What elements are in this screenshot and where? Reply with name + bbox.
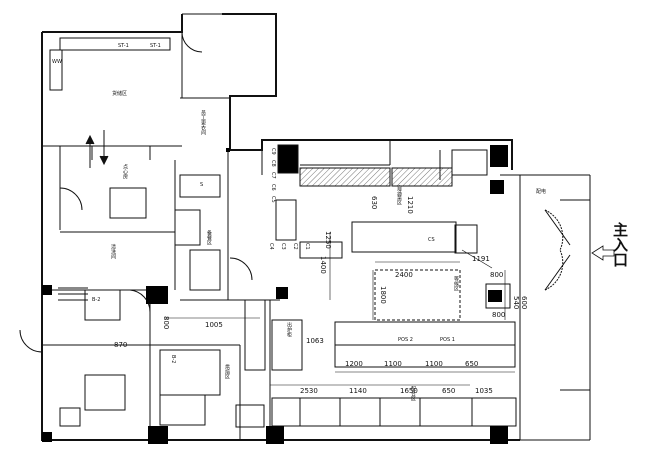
outer-wall-north: [42, 14, 183, 33]
tag-c6: C6: [270, 184, 276, 191]
dim-1005: 1005: [205, 321, 223, 329]
column: [490, 426, 508, 444]
dim-650-a: 650: [465, 360, 479, 368]
tag-c3: C3: [280, 243, 286, 250]
entrance-door-leaf: [544, 209, 571, 246]
bottom-equipment-run: [271, 397, 473, 427]
waiting-zone: [374, 269, 461, 321]
column: [490, 145, 508, 167]
column: [276, 287, 288, 299]
dim-2400: 2400: [395, 271, 413, 279]
tag-st1-b: ST-1: [150, 43, 161, 49]
room-waiting: 等候区: [453, 276, 459, 291]
dim-1800: 1800: [379, 286, 387, 304]
tag-cs: CS: [428, 237, 435, 243]
dim-1650: 1650: [400, 387, 418, 395]
dim-1100-a: 1100: [384, 360, 402, 368]
dim-800-left: 800: [162, 316, 170, 330]
room-cold-storage: 货储区: [112, 91, 128, 97]
room-wash: 清洗间: [110, 244, 116, 259]
column: [488, 290, 502, 302]
room-staff-locker: 员工更衣间: [200, 110, 206, 135]
column: [490, 180, 504, 194]
tag-b2-a: B-2: [92, 297, 101, 303]
entrance-label: 主入口: [611, 222, 629, 267]
column: [146, 286, 168, 304]
dim-800-bottom: 800: [492, 311, 506, 319]
dim-630: 630: [370, 196, 378, 210]
dim-2530: 2530: [300, 387, 318, 395]
room-bake: 烘焙区: [224, 364, 230, 379]
dim-1400: 1400: [319, 256, 327, 274]
dim-600: 600: [520, 296, 528, 310]
dim-1063: 1063: [306, 337, 324, 345]
dim-1140: 1140: [349, 387, 367, 395]
dim-800-top: 800: [490, 271, 504, 279]
tag-c8: C8: [270, 160, 276, 167]
tag-ww: WW: [52, 59, 62, 65]
dim-1250: 1250: [324, 231, 332, 249]
room-pantry: 备餐区: [206, 230, 212, 245]
tag-c9: C9: [270, 148, 276, 155]
tag-c5: C5: [270, 196, 276, 203]
tag-panel-top: 配电: [536, 189, 547, 195]
tag-c4: C4: [268, 243, 274, 250]
tag-b2-b: B-2: [170, 355, 176, 364]
column: [226, 148, 230, 152]
tag-st1-a: ST-1: [118, 43, 129, 49]
room-side-prep: 配合区: [410, 386, 416, 401]
tag-c1: C1: [304, 243, 310, 250]
dim-870: 870: [114, 341, 128, 349]
dim-1191: 1191: [472, 255, 490, 263]
column: [42, 432, 52, 442]
column: [266, 426, 284, 444]
tag-pos2: POS 2: [398, 337, 413, 343]
column: [148, 426, 168, 444]
dim-1200: 1200: [345, 360, 363, 368]
tag-s: S: [200, 182, 204, 188]
room-buffet: 出炉柜: [286, 322, 292, 337]
column: [42, 285, 52, 295]
dim-1035: 1035: [475, 387, 493, 395]
top-counter: [299, 167, 391, 187]
cold-storage-shelf-left: [49, 49, 63, 91]
dim-1210: 1210: [406, 196, 414, 214]
tag-c7: C7: [270, 172, 276, 179]
dim-540: 540: [512, 296, 520, 310]
entrance-arrow-icon: [591, 245, 615, 261]
room-meal-prep: 点心房: [122, 164, 128, 179]
tag-c2: C2: [292, 243, 298, 250]
dim-650-b: 650: [442, 387, 456, 395]
dim-1100-b: 1100: [425, 360, 443, 368]
cold-storage-shelf-top: [59, 37, 171, 51]
tag-pos1: POS 1: [440, 337, 455, 343]
outer-wall-north-east: [222, 13, 513, 170]
room-self-serve: 自选菜区: [396, 185, 402, 205]
